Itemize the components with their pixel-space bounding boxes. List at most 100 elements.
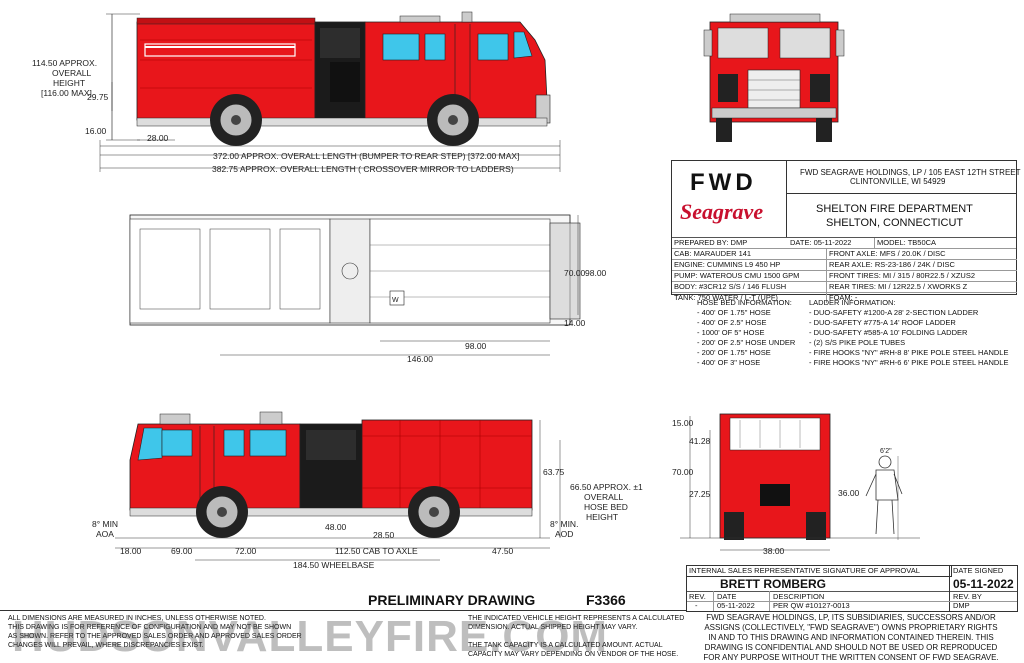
rev-date-value: 05-11-2022 <box>717 601 755 610</box>
dim-wheelbase: 184.50 WHEELBASE <box>293 560 375 570</box>
title-block: FWD Seagrave FWD SEAGRAVE HOLDINGS, LP /… <box>671 160 1021 303</box>
company-address-line1: FWD SEAGRAVE HOLDINGS, LP / 105 EAST 12T… <box>800 168 1021 177</box>
ladder-info: LADDER INFORMATION: - DUO-SAFETY #1200-A… <box>809 298 1008 368</box>
spec-date: DATE: 05-11-2022 <box>790 238 852 247</box>
ladder-item: - FIRE HOOKS "NY" #RH-8 8' PIKE POLE STE… <box>809 348 1009 357</box>
dim-scale-figure: 6'2" <box>880 448 892 455</box>
dim-height-line4: [116.00 MAX] <box>41 88 92 98</box>
dim-rear-41-28: 41.28 <box>689 436 711 446</box>
note-line: AS SHOWN. REFER TO THE APPROVED SALES OR… <box>8 633 302 640</box>
hose-item: - 1000' OF 5" HOSE <box>697 328 765 337</box>
ladder-item: - FIRE HOOKS "NY" #RH-6 6' PIKE POLE STE… <box>809 358 1009 367</box>
hose-item: - 200' OF 2.5" HOSE UNDER <box>697 338 796 347</box>
hose-item: - 400' OF 3" HOSE <box>697 358 761 367</box>
spec-front-tires: FRONT TIRES: MI / 315 / 80R22.5 / XZUS2 <box>827 271 1017 282</box>
customer-box: SHELTON FIRE DEPARTMENT SHELTON, CONNECT… <box>786 193 1016 237</box>
note-line: THE TANK CAPACITY IS A CALCULATED AMOUNT… <box>468 642 663 649</box>
dim-aoa-2: AOA <box>96 529 114 539</box>
dim-height-line3: HEIGHT <box>53 78 86 88</box>
preliminary-drawing-label: PRELIMINARY DRAWING <box>368 592 536 608</box>
dim-28-50: 28.50 <box>373 530 395 540</box>
plan-view-drawing <box>129 214 581 356</box>
ladder-item: - (2) S/S PIKE POLE TUBES <box>809 338 906 347</box>
note-line: ALL DIMENSIONS ARE MEASURED IN INCHES, U… <box>8 615 266 622</box>
front-wheel-icon <box>427 94 479 146</box>
spec-engine: ENGINE: CUMMINS L9 450 HP <box>672 260 826 271</box>
dim-hosebed-4: HEIGHT <box>586 512 619 522</box>
rev-date-header: DATE <box>717 592 737 601</box>
rev-desc-value: PER QW #10127-0013 <box>773 601 850 610</box>
dim-18: 18.00 <box>120 546 142 556</box>
spec-rear-tires: REAR TIRES: MI / 12R22.5 / XWORKS Z <box>827 282 1017 293</box>
rev-header: REV. <box>689 592 706 601</box>
dim-overall-length: 372.00 APPROX. OVERALL LENGTH (BUMPER TO… <box>213 151 520 161</box>
spec-tank: TANK: 750 WATER / L-T (UPF) <box>674 293 778 302</box>
dim-height-line1: 114.50 APPROX. <box>32 58 98 68</box>
dim-16: 16.00 <box>85 126 107 136</box>
note-line: THIS DRAWING IS FOR REFERENCE OF CONFIGU… <box>8 624 292 631</box>
company-address-line2: CLINTONVILLE, WI 54929 <box>850 177 946 186</box>
spec-prepared-by: PREPARED BY: DMP <box>672 238 826 249</box>
confidential-line: IN AND TO THIS DRAWING AND INFORMATION C… <box>708 633 994 642</box>
seagrave-logo-text: Seagrave <box>680 199 764 224</box>
specs-left-column: PREPARED BY: DMP CAB: MARAUDER 141 ENGIN… <box>672 238 826 303</box>
fwd-logo-text: FWD <box>690 169 757 196</box>
rev-by-value: DMP <box>953 601 970 610</box>
company-address-box: FWD SEAGRAVE HOLDINGS, LP / 105 EAST 12T… <box>786 161 1021 194</box>
approval-block: INTERNAL SALES REPRESENTATIVE SIGNATURE … <box>686 565 1018 612</box>
rear-view-drawing <box>680 413 920 551</box>
spec-date-model-row: DATE: 05-11-2022 MODEL: TB50CA <box>788 238 1016 249</box>
rev-by-header: REV. BY <box>953 592 982 601</box>
customer-line1: SHELTON FIRE DEPARTMENT <box>816 203 973 215</box>
ladder-item: - DUO-SAFETY #585-A 10' FOLDING LADDER <box>809 328 968 337</box>
dim-rear-15: 15.00 <box>672 418 694 428</box>
notes-left: ALL DIMENSIONS ARE MEASURED IN INCHES, U… <box>8 614 302 650</box>
confidential-line: FOR ANY PURPOSE WITHOUT THE WRITTEN CONS… <box>703 653 999 662</box>
watermark: HUDSONVALLEYFIRE.COM <box>12 612 609 661</box>
spec-model: MODEL: TB50CA <box>874 238 936 248</box>
dim-aod-1: 8° MIN. <box>550 519 579 529</box>
fwd-seagrave-logo: FWD Seagrave <box>672 161 787 237</box>
spec-body: BODY: #3CR12 S/S / 146 FLUSH <box>672 282 826 293</box>
note-line: DIMENSION. ACTUAL SHIPPED HEIGHT MAY VAR… <box>468 624 638 631</box>
firefighter-scale-figure-icon <box>865 455 903 535</box>
side-view-2-drawing <box>115 411 561 561</box>
rev-value: - <box>695 601 698 610</box>
spec-rear-axle: REAR AXLE: RS-23-186 / 24K / DISC <box>827 260 1017 271</box>
dim-47-50: 47.50 <box>492 546 514 556</box>
dim-plan-98b: 98.00 <box>465 341 487 351</box>
dim-cab-axle: 112.50 CAB TO AXLE <box>335 546 418 556</box>
confidential-line: DRAWING IS CONFIDENTIAL AND SHOULD NOT B… <box>704 643 998 652</box>
ladder-item: - DUO-SAFETY #775-A 14' ROOF LADDER <box>809 318 956 327</box>
note-line: THE INDICATED VEHICLE HEIGHT REPRESENTS … <box>468 615 685 622</box>
date-signed-header: DATE SIGNED <box>953 566 1004 575</box>
dim-hosebed-3: HOSE BED <box>584 502 628 512</box>
approver-name: BRETT ROMBERG <box>720 577 826 591</box>
dim-plan-70: 70.00 <box>564 268 586 278</box>
customer-line2: SHELTON, CONNECTICUT <box>826 217 964 229</box>
dim-29-75: 29.75 <box>87 92 109 102</box>
confidential-line: FWD SEAGRAVE HOLDINGS, LP, ITS SUBSIDIAR… <box>706 613 996 622</box>
hose-item: - 400' OF 1.75" HOSE <box>697 308 771 317</box>
confidential-line: ASSIGNS (COLLECTIVELY, "FWD SEAGRAVE") O… <box>704 623 998 632</box>
dim-plan-146: 146.00 <box>407 354 433 364</box>
drawing-number: F3366 <box>586 592 626 608</box>
spec-foam: FOAM: - <box>829 293 858 302</box>
dim-plan-98: 98.00 <box>585 268 607 278</box>
dim-hosebed-1: 66.50 APPROX. ±1 <box>570 482 643 492</box>
rear-wheel-icon <box>408 486 460 538</box>
side-view-drawing <box>99 11 561 172</box>
front-wheel-icon <box>196 486 248 538</box>
front-view-drawing <box>703 13 845 142</box>
dim-72: 72.00 <box>235 546 257 556</box>
dim-rear-27-25: 27.25 <box>689 489 711 499</box>
dim-aod-2: AOD <box>555 529 574 539</box>
approval-header: INTERNAL SALES REPRESENTATIVE SIGNATURE … <box>687 566 952 577</box>
notes-mid: THE INDICATED VEHICLE HEIGHT REPRESENTS … <box>468 614 684 659</box>
dim-28: 28.00 <box>147 133 169 143</box>
note-line: CAPACITY MAY VARY DEPENDING ON VENDOR OF… <box>468 651 679 658</box>
hose-bed-info: HOSE BED INFORMATION: - 400' OF 1.75" HO… <box>697 298 795 368</box>
rev-desc-header: DESCRIPTION <box>773 592 825 601</box>
hose-info-title: HOSE BED INFORMATION: <box>697 298 792 307</box>
ladder-item: - DUO-SAFETY #1200-A 28' 2-SECTION LADDE… <box>809 308 979 317</box>
